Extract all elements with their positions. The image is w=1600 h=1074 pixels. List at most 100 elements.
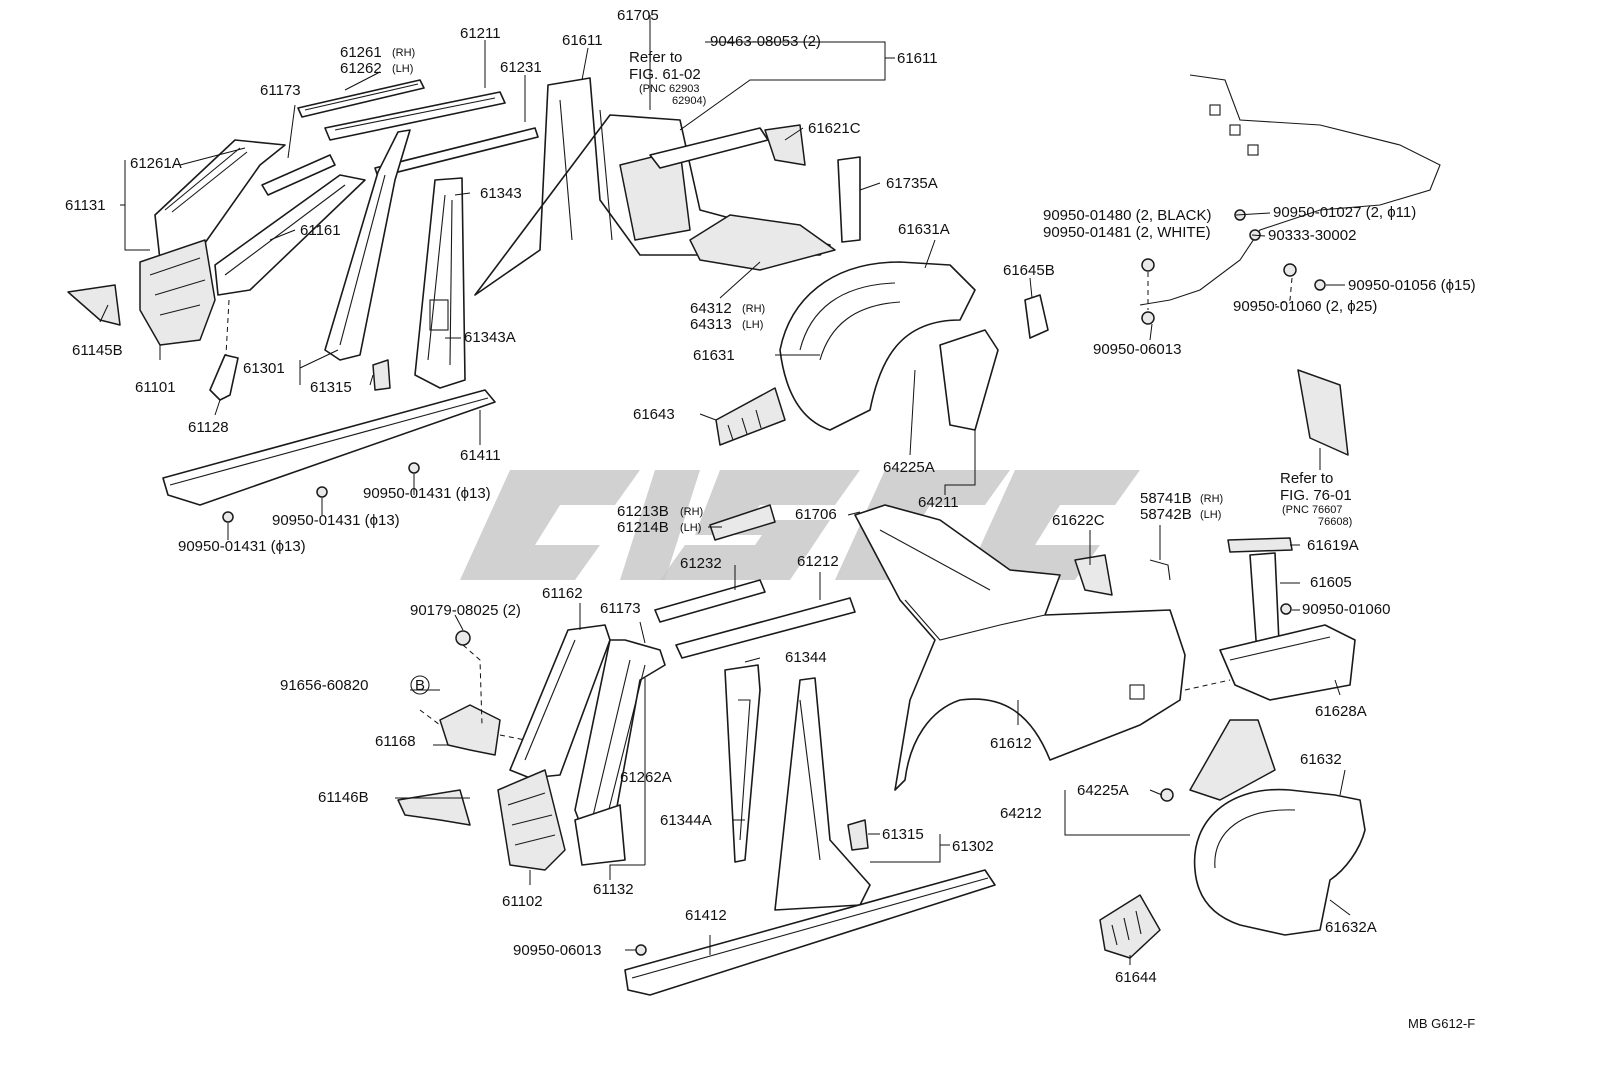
label-circle-b: B xyxy=(415,677,425,694)
label-61146b: 61146B xyxy=(318,789,369,806)
label-90950-01481: 90950-01481 (2, WHITE) xyxy=(1043,224,1211,241)
label-61131: 61131 xyxy=(65,197,106,214)
part-61132 xyxy=(574,804,626,866)
label-61261a: 61261A xyxy=(130,155,182,172)
label-64211: 64211 xyxy=(918,494,959,511)
label-rh-3: (RH) xyxy=(680,506,703,518)
part-61212 xyxy=(675,597,856,659)
label-61232: 61232 xyxy=(680,555,722,572)
label-61168: 61168 xyxy=(375,733,416,750)
label-grommet-3: 90950-01431 (ϕ13) xyxy=(178,538,306,555)
label-90950-01480: 90950-01480 (2, BLACK) xyxy=(1043,207,1211,224)
part-58741b xyxy=(1149,559,1171,581)
part-61411-rocker xyxy=(162,389,496,506)
part-61735a xyxy=(837,156,861,243)
part-61612-quarter-outer xyxy=(854,504,1186,791)
label-grommet-2: 90950-01431 (ϕ13) xyxy=(272,512,400,529)
label-90950-01056: 90950-01056 (ϕ15) xyxy=(1348,277,1476,294)
label-61173-b: 61173 xyxy=(600,600,641,617)
label-61162: 61162 xyxy=(542,585,583,602)
label-61161: 61161 xyxy=(300,222,341,239)
part-61632-wheelhouse-lh xyxy=(1189,719,1366,936)
circle-b-marker xyxy=(410,675,430,695)
label-90179: 90179-08025 (2) xyxy=(410,602,521,619)
part-61631-wheelhouse xyxy=(779,261,999,431)
label-61212: 61212 xyxy=(797,553,839,570)
label-pnc-2: (PNC 76607 xyxy=(1282,504,1343,516)
label-61343a: 61343A xyxy=(464,329,516,346)
label-61102: 61102 xyxy=(502,893,543,910)
part-61146b xyxy=(397,789,471,826)
label-90950-06013-b: 90950-06013 xyxy=(513,942,601,959)
label-61621c: 61621C xyxy=(808,120,861,137)
fastener-grommets xyxy=(222,462,1292,956)
label-61622c: 61622C xyxy=(1052,512,1105,529)
part-61644 xyxy=(1099,894,1161,959)
part-61619a xyxy=(1227,537,1293,553)
part-labels: 61261 (RH) 61262 (LH) 61211 61231 61611 … xyxy=(65,7,1476,1031)
part-61621c xyxy=(764,124,806,166)
label-61705: 61705 xyxy=(617,7,659,24)
part-61628a xyxy=(1219,624,1356,701)
label-fig-61-02: FIG. 61-02 xyxy=(629,66,701,83)
label-61628a: 61628A xyxy=(1315,703,1367,720)
label-lh-3: (LH) xyxy=(680,522,701,534)
label-61706: 61706 xyxy=(795,506,837,523)
label-61631: 61631 xyxy=(693,347,735,364)
part-61344 xyxy=(724,664,761,863)
part-61161-brace xyxy=(214,174,366,296)
label-lh-2: (LH) xyxy=(742,319,763,331)
label-61605: 61605 xyxy=(1310,574,1352,591)
label-61262a: 61262A xyxy=(620,769,672,786)
label-61173-a: 61173 xyxy=(260,82,301,99)
part-61315-plate xyxy=(372,359,391,391)
part-61315-plate-lh xyxy=(847,819,869,851)
label-rh-4: (RH) xyxy=(1200,493,1223,505)
label-refer-to-2: Refer to xyxy=(1280,470,1333,487)
leader-lines xyxy=(99,15,1351,965)
label-61344a: 61344A xyxy=(660,812,712,829)
part-61213b xyxy=(709,504,776,541)
part-61168 xyxy=(439,704,501,756)
label-90333-30002: 90333-30002 xyxy=(1268,227,1356,244)
label-lh-1: (LH) xyxy=(392,63,413,75)
label-61735a: 61735A xyxy=(886,175,938,192)
label-64225a-2: 64225A xyxy=(1077,782,1129,799)
label-61302: 61302 xyxy=(952,838,994,855)
label-61301: 61301 xyxy=(243,360,285,377)
part-61645b xyxy=(1024,294,1049,339)
label-pnc-2b: 76608) xyxy=(1318,516,1352,528)
part-61302-center-pillar-lh xyxy=(774,677,871,911)
label-90950-01060-a: 90950-01060 (2, ϕ25) xyxy=(1233,298,1377,315)
part-61343-inner-pillar xyxy=(414,177,466,389)
label-61611-a: 61611 xyxy=(562,32,603,49)
part-61643 xyxy=(715,387,786,446)
label-61643: 61643 xyxy=(633,406,675,423)
label-61128: 61128 xyxy=(188,419,229,436)
label-61632a: 61632A xyxy=(1325,919,1377,936)
label-61262: 61262 xyxy=(340,60,382,77)
part-61261-roof-rail xyxy=(297,79,425,118)
label-90950-01027: 90950-01027 (2, ϕ11) xyxy=(1273,204,1416,221)
label-61631a: 61631A xyxy=(898,221,950,238)
label-grommet-1: 90950-01431 (ϕ13) xyxy=(363,485,491,502)
label-61644: 61644 xyxy=(1115,969,1157,986)
label-61612: 61612 xyxy=(990,735,1032,752)
part-61128 xyxy=(209,354,239,401)
label-61101: 61101 xyxy=(135,379,176,396)
label-61145b: 61145B xyxy=(72,342,123,359)
part-64312-floor xyxy=(689,214,836,271)
part-90179-clip xyxy=(455,630,471,646)
label-pnc-1b: 62904) xyxy=(672,95,706,107)
part-61211-header xyxy=(324,91,506,141)
label-61344: 61344 xyxy=(785,649,827,666)
label-64313: 64313 xyxy=(690,316,732,333)
part-61145b xyxy=(67,284,121,326)
label-61611-b: 61611 xyxy=(897,50,938,67)
label-61132: 61132 xyxy=(593,881,634,898)
label-90950-06013-a: 90950-06013 xyxy=(1093,341,1181,358)
label-61231: 61231 xyxy=(500,59,542,76)
part-right-trim xyxy=(1297,369,1349,456)
label-61261: 61261 xyxy=(340,44,382,61)
label-90950-01060-b: 90950-01060 xyxy=(1302,601,1390,618)
